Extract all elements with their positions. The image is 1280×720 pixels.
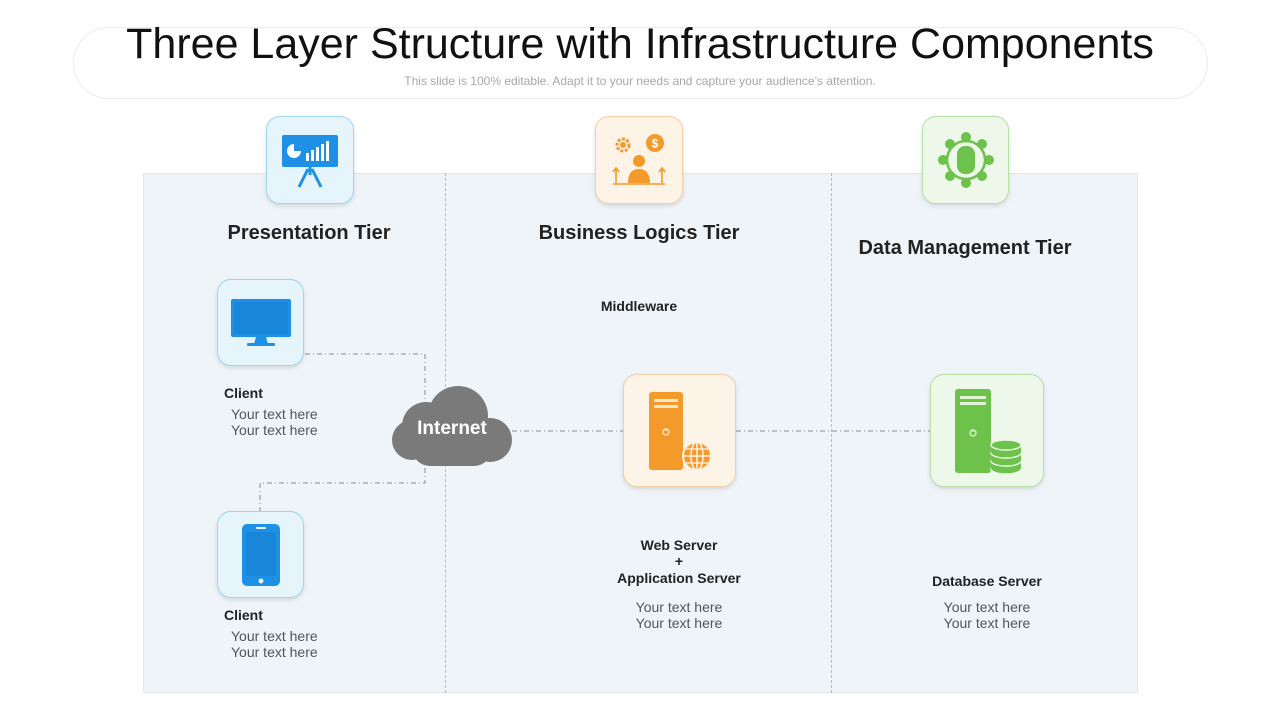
monitor-icon bbox=[230, 298, 291, 346]
client-desktop-text-1: Your text here bbox=[231, 406, 318, 422]
business-person-icon: $ bbox=[612, 134, 666, 185]
presentation-board-icon bbox=[282, 135, 338, 188]
web-server-label-2: + bbox=[674, 553, 684, 569]
web-server-icon bbox=[648, 391, 712, 471]
presentation-tier-tile bbox=[266, 116, 354, 204]
cloud-icon bbox=[392, 386, 512, 466]
presentation-tier-title: Presentation Tier bbox=[227, 222, 391, 244]
connector-desktop-internet bbox=[305, 353, 426, 400]
database-server-icon bbox=[955, 388, 1022, 475]
web-server-tile bbox=[623, 374, 736, 487]
client-mobile-text-1: Your text here bbox=[231, 628, 318, 644]
client-desktop-text-2: Your text here bbox=[231, 422, 318, 438]
db-server-text-1: Your text here bbox=[943, 599, 1031, 615]
page-subtitle: This slide is 100% editable. Adapt it to… bbox=[404, 74, 876, 88]
tier-divider-2 bbox=[831, 173, 832, 693]
db-server-tile bbox=[930, 374, 1044, 487]
network-hub-icon bbox=[937, 132, 994, 188]
web-server-label-1: Web Server bbox=[640, 537, 718, 553]
middleware-label: Middleware bbox=[600, 298, 678, 314]
connector-mobile-internet bbox=[259, 465, 426, 512]
page-title: Three Layer Structure with Infrastructur… bbox=[126, 20, 1154, 68]
smartphone-icon bbox=[241, 523, 280, 586]
db-server-label: Database Server bbox=[932, 573, 1042, 589]
web-server-text-1: Your text here bbox=[635, 599, 723, 615]
client-mobile-text-2: Your text here bbox=[231, 644, 318, 660]
db-server-text-2: Your text here bbox=[943, 615, 1031, 631]
client-desktop-tile bbox=[217, 279, 304, 366]
svg-text:$: $ bbox=[652, 137, 659, 151]
web-server-text-2: Your text here bbox=[635, 615, 723, 631]
client-desktop-label: Client bbox=[224, 385, 263, 401]
data-tier-title: Data Management Tier bbox=[858, 237, 1072, 259]
internet-label: Internet bbox=[417, 418, 487, 439]
data-tier-tile bbox=[922, 116, 1009, 204]
web-server-label-3: Application Server bbox=[617, 570, 741, 586]
business-tier-title: Business Logics Tier bbox=[538, 222, 740, 244]
business-tier-tile: $ bbox=[595, 116, 683, 204]
client-mobile-label: Client bbox=[224, 607, 263, 623]
client-mobile-tile bbox=[217, 511, 304, 598]
title-pill bbox=[73, 27, 1208, 99]
